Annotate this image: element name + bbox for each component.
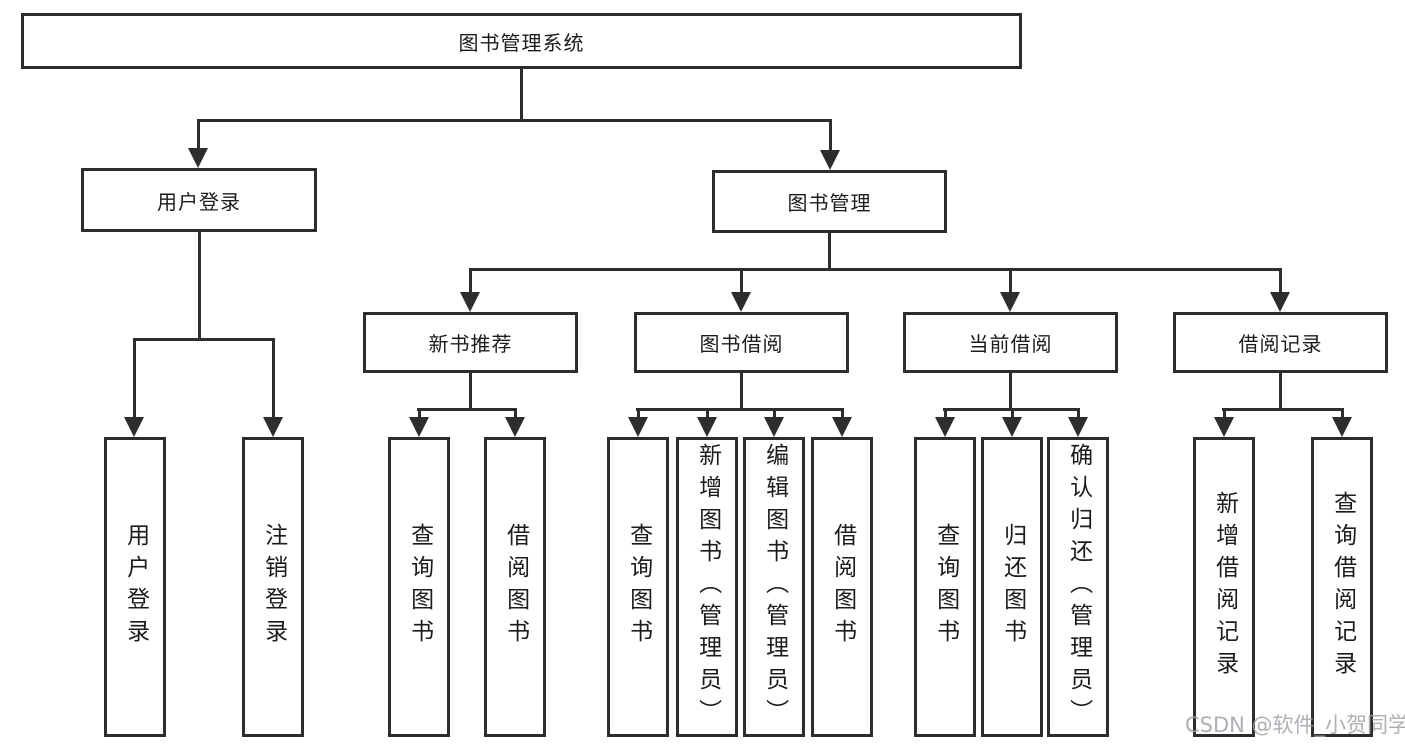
connector-user-login-branch (133, 338, 275, 341)
connector-record-branch (1222, 408, 1344, 411)
node-user-login-label: 用户登录 (157, 189, 241, 214)
arrow-to-leaf-logout (263, 338, 283, 437)
node-new-book-recommend: 新书推荐 (363, 312, 578, 373)
arrow-borrow-borrow (832, 408, 852, 437)
connector-current-borrow-stem (1009, 373, 1012, 411)
leaf-add-borrow-record-label: 新增借阅记录 (1211, 491, 1238, 683)
node-book-management: 图书管理 (712, 170, 947, 233)
arrow-current-query (935, 408, 955, 437)
leaf-current-query-books: 查询图书 (914, 437, 976, 737)
arrow-record-query (1332, 408, 1352, 437)
connector-root-stem (520, 69, 523, 122)
arrow-newbook-query (409, 408, 429, 437)
leaf-add-books-admin: 新增图书（管理员） (676, 437, 738, 737)
connector-root-branch (197, 119, 831, 122)
arrow-to-leaf-login (124, 338, 144, 437)
connector-book-mgmt-stem (828, 233, 831, 271)
leaf-add-borrow-record: 新增借阅记录 (1193, 437, 1255, 737)
arrow-current-return (1002, 408, 1022, 437)
leaf-logout: 注销登录 (242, 437, 304, 737)
leaf-add-books-admin-label: 新增图书（管理员） (694, 443, 721, 731)
node-new-book-recommend-label: 新书推荐 (428, 332, 513, 356)
node-current-borrowing: 当前借阅 (903, 312, 1118, 373)
node-user-login: 用户登录 (81, 168, 317, 232)
arrow-to-new-book-rec (460, 268, 480, 312)
connector-record-stem (1279, 373, 1282, 411)
leaf-confirm-return-admin-label: 确认归还（管理员） (1065, 443, 1092, 731)
leaf-user-login-label: 用户登录 (122, 523, 149, 651)
leaf-newbook-borrow-books: 借阅图书 (484, 437, 546, 737)
leaf-logout-label: 注销登录 (260, 523, 287, 651)
arrow-newbook-borrow (505, 408, 525, 437)
leaf-user-login: 用户登录 (104, 437, 166, 737)
arrow-to-current-borrow (1000, 268, 1020, 312)
leaf-current-query-books-label: 查询图书 (932, 523, 959, 651)
leaf-query-borrow-record: 查询借阅记录 (1311, 437, 1373, 737)
leaf-borrow-books: 借阅图书 (811, 437, 873, 737)
arrow-to-book-borrow (731, 268, 751, 312)
leaf-query-borrow-record-label: 查询借阅记录 (1329, 491, 1356, 683)
leaf-newbook-borrow-books-label: 借阅图书 (502, 523, 529, 651)
node-book-management-label: 图书管理 (787, 191, 872, 215)
connector-book-borrow-branch (636, 408, 844, 411)
node-current-borrowing-label: 当前借阅 (968, 332, 1053, 356)
arrow-current-confirm (1068, 408, 1088, 437)
arrow-to-book-management (820, 119, 840, 170)
leaf-return-books: 归还图书 (981, 437, 1043, 737)
arrow-record-add (1214, 408, 1234, 437)
leaf-edit-books-admin-label: 编辑图书（管理员） (761, 443, 788, 731)
connector-new-book-branch (417, 408, 517, 411)
leaf-return-books-label: 归还图书 (999, 523, 1026, 651)
arrow-to-borrow-record (1270, 268, 1290, 312)
leaf-confirm-return-admin: 确认归还（管理员） (1047, 437, 1109, 737)
connector-book-borrow-stem (740, 373, 743, 411)
node-borrowing-records-label: 借阅记录 (1238, 332, 1323, 356)
node-borrowing-records: 借阅记录 (1173, 312, 1388, 373)
arrow-to-user-login (188, 119, 208, 168)
connector-user-login-stem (198, 232, 201, 341)
leaf-newbook-query-books-label: 查询图书 (406, 523, 433, 651)
leaf-newbook-query-books: 查询图书 (388, 437, 450, 737)
leaf-borrow-query-books-label: 查询图书 (625, 523, 652, 651)
node-book-borrowing: 图书借阅 (634, 312, 849, 373)
arrow-borrow-add (697, 408, 717, 437)
connector-new-book-stem (469, 373, 472, 411)
leaf-borrow-query-books: 查询图书 (607, 437, 669, 737)
node-library-system-label: 图书管理系统 (458, 30, 585, 55)
arrow-borrow-edit (764, 408, 784, 437)
csdn-watermark: CSDN @软件_小贺同学 (1185, 713, 1405, 737)
leaf-edit-books-admin: 编辑图书（管理员） (743, 437, 805, 737)
node-library-system: 图书管理系统 (21, 13, 1022, 69)
arrow-borrow-query (628, 408, 648, 437)
leaf-borrow-books-label: 借阅图书 (829, 523, 856, 651)
connector-book-mgmt-branch (469, 268, 1282, 271)
node-book-borrowing-label: 图书借阅 (699, 332, 784, 356)
